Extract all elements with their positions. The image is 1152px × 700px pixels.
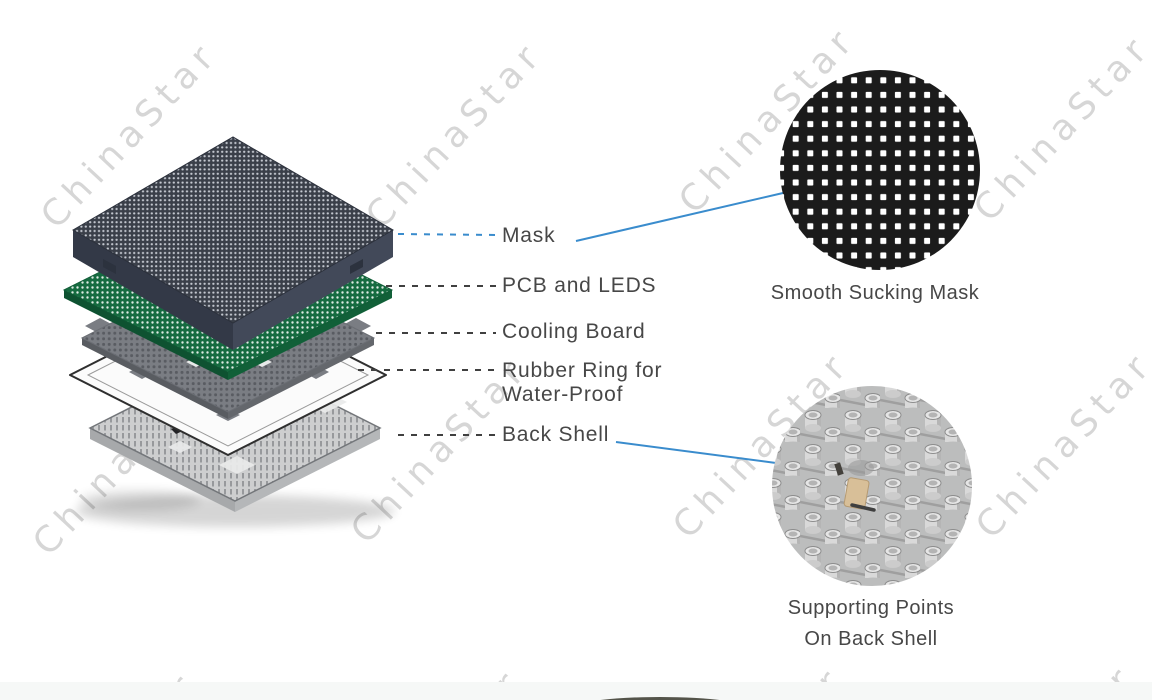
cropped-object-bottom [600,697,720,700]
mask-detail-photo [780,70,980,270]
connector-line-backshell-detail [615,441,777,464]
leader-lines [358,192,784,464]
back-shell-detail-photo [772,386,972,586]
layer-label-rubber-ring: Rubber Ring for Water-Proof [502,359,662,407]
leader-line-mask [397,233,497,236]
exploded-view [62,136,395,527]
caption-back-shell-line2: On Back Shell [804,628,938,650]
caption-back-shell-line1: Supporting Points [787,597,955,619]
layer-label-back-shell: Back Shell [502,423,610,446]
layer-label-cooling: Cooling Board [502,320,646,343]
caption-back-shell-detail: Supporting Points On Back Shell [746,593,996,655]
layer-label-mask: Mask [502,224,556,247]
mask-layer [72,136,394,350]
bottom-band [0,682,1152,700]
connector-line-mask-detail [575,192,784,242]
layer-label-rubber-line1: Rubber Ring for [502,359,663,382]
caption-mask-detail: Smooth Sucking Mask [770,282,980,304]
layer-label-pcb: PCB and LEDS [502,274,657,297]
layer-label-rubber-line2: Water-Proof [502,383,624,406]
